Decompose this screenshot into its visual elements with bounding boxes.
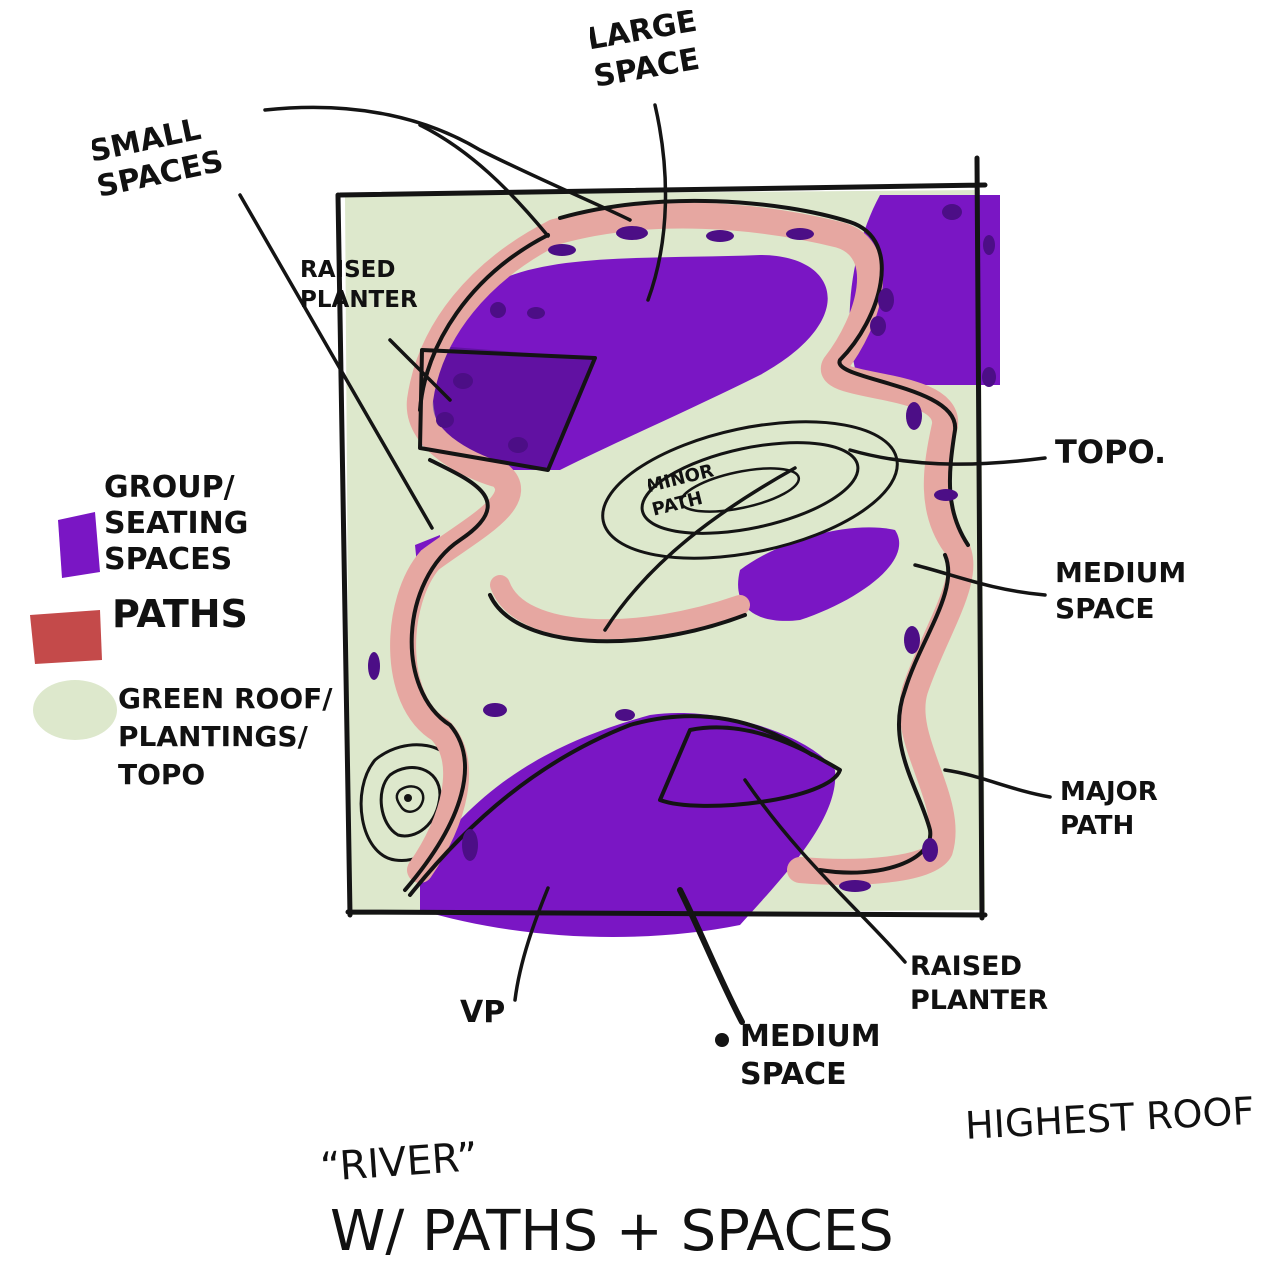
label-minor-path: MINOR PATH [648,462,762,523]
caption: HIGHEST ROOF “RIVER” W/ PATHS + SPACES [320,1095,1265,1268]
caption-highest-roof: HIGHEST ROOF [965,1095,1265,1149]
label-topo: TOPO. [1055,432,1255,472]
label-major-path: MAJOR PATH [1060,775,1200,843]
label-large-space: LARGE SPACE [590,10,726,97]
label-raised-planter-bottom-box: RAISED PLANTER [910,950,1130,1030]
legend-green-swatch [33,680,117,740]
label-topo-box: TOPO. [1055,432,1255,482]
label-raised-planter-top-box: RAISED PLANTER [300,255,500,335]
caption-subtitle-box: W/ PATHS + SPACES [330,1200,990,1268]
label-vp-box: VP [460,995,550,1040]
legend-green-text-box: GREEN ROOF/ PLANTINGS/ TOPO [118,680,348,850]
legend: GROUP/ SEATING SPACES PATHS GREEN ROOF/ … [30,470,348,850]
medium-space-bullet [715,1033,729,1047]
legend-seating-text: GROUP/ SEATING SPACES [104,470,304,578]
legend-paths-text-box: PATHS [112,592,332,652]
label-medium-space-right: MEDIUM SPACE [1055,555,1205,627]
label-vp: VP [460,995,550,1031]
label-large-space-box: LARGE SPACE [590,10,750,105]
label-major-path-box: MAJOR PATH [1060,775,1220,855]
legend-paths-swatch [30,610,102,664]
label-small-spaces-box: SMALL SPACES [92,118,292,208]
caption-highest-roof-box: HIGHEST ROOF [965,1095,1265,1155]
label-medium-space-bottom: MEDIUM SPACE [740,1018,900,1094]
caption-river-box: “RIVER” [320,1135,580,1195]
label-raised-planter-top: RAISED PLANTER [300,255,470,315]
caption-subtitle: W/ PATHS + SPACES [330,1200,990,1264]
caption-river: “RIVER” [320,1135,580,1192]
label-minor-path-box: MINOR PATH [648,462,798,532]
label-small-spaces: SMALL SPACES [92,118,258,206]
legend-seating-text-box: GROUP/ SEATING SPACES [104,470,314,590]
label-medium-space-bottom-box: MEDIUM SPACE [740,1018,910,1108]
legend-seating-swatch [58,512,100,578]
legend-green-text: GREEN ROOF/ PLANTINGS/ TOPO [118,680,333,794]
legend-paths-text: PATHS [112,592,332,636]
label-medium-space-right-box: MEDIUM SPACE [1055,555,1225,640]
label-raised-planter-bottom: RAISED PLANTER [910,950,1110,1018]
